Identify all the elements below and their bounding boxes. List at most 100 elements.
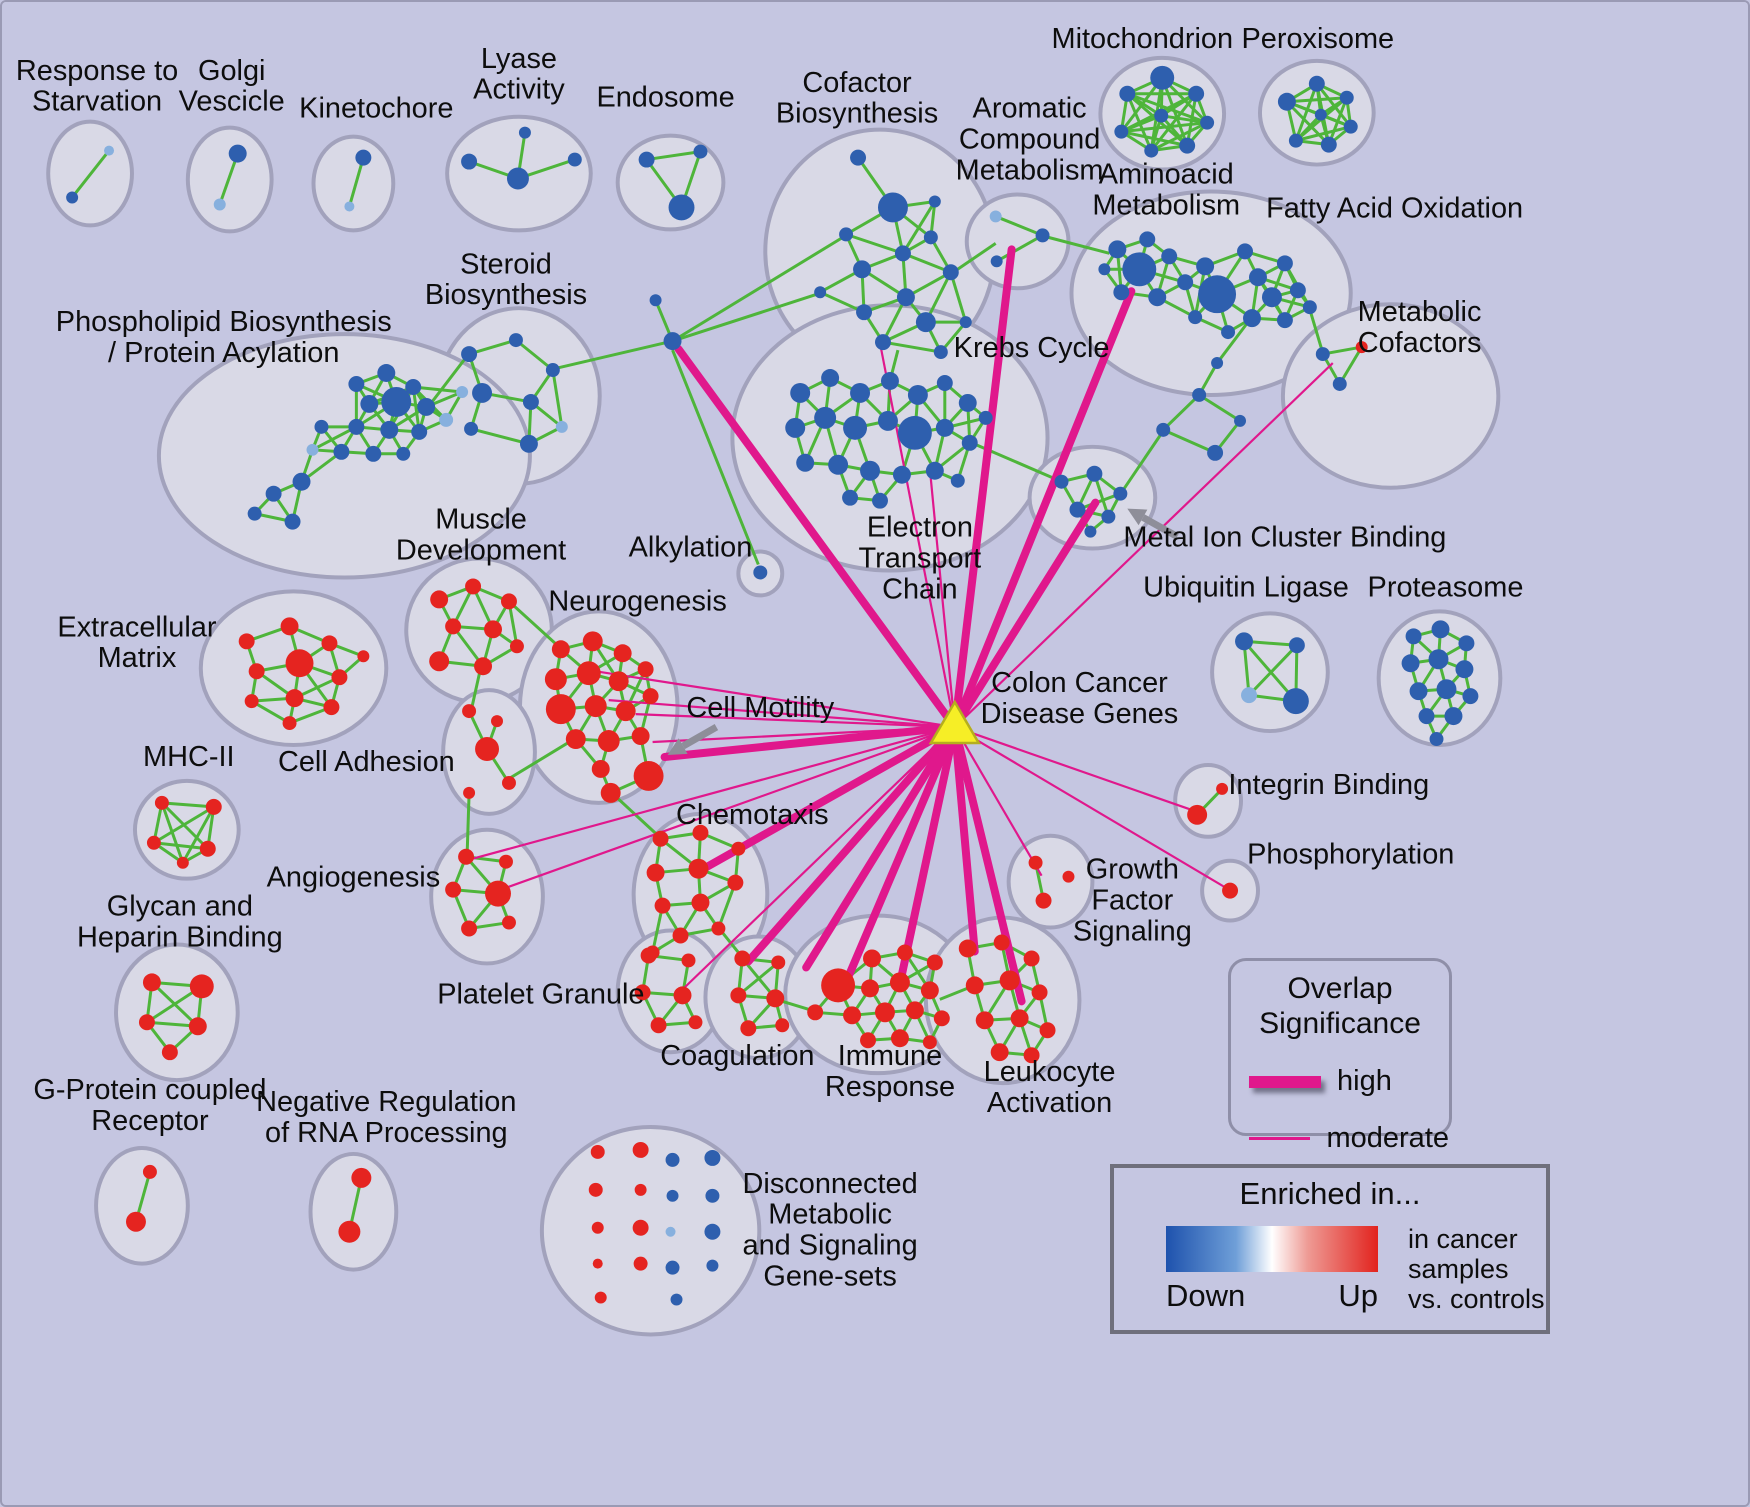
gene-set-node-electron-transport-krebs bbox=[860, 460, 880, 481]
gene-set-edge-aromatic-compound-metabolism bbox=[995, 215, 1044, 237]
gene-set-node-endosome bbox=[668, 194, 695, 221]
gene-set-node-immune-response bbox=[875, 1002, 895, 1023]
gene-set-node-growth-factor-signaling bbox=[1028, 855, 1043, 870]
legend-overlap-significance: Overlap Significance high moderate bbox=[1228, 958, 1452, 1154]
gene-set-node-neurogenesis bbox=[584, 695, 607, 718]
gene-set-node-immune-response bbox=[889, 972, 910, 993]
gene-set-node-aminoacid-fatty-acid bbox=[1139, 231, 1156, 248]
gene-set-node-peroxisome bbox=[1288, 133, 1303, 148]
gene-set-edge-steroid-biosynthesis bbox=[470, 427, 530, 446]
legend-overlap-title: Overlap Significance bbox=[1231, 971, 1449, 1041]
intercluster-link bbox=[1215, 317, 1253, 364]
gene-set-node-phospholipid-protein-acylation bbox=[439, 412, 454, 427]
gene-set-node-cell-adhesion bbox=[475, 737, 500, 761]
gene-set-node-phospholipid-protein-acylation bbox=[247, 506, 262, 521]
gene-set-node-chemotaxis bbox=[691, 893, 710, 912]
gene-set-node-peroxisome bbox=[1314, 108, 1327, 121]
gene-set-node-cofactor-biosynthesis bbox=[856, 304, 873, 321]
gene-set-node-muscle-development bbox=[430, 590, 449, 609]
gene-set-node-aromatic-compound-metabolism bbox=[1035, 228, 1050, 243]
gene-set-node-cell-adhesion bbox=[462, 704, 477, 719]
gene-set-node-electron-transport-krebs bbox=[925, 461, 944, 480]
gene-set-edge-metabolic-chain bbox=[1198, 393, 1241, 423]
gene-set-node-mitochondrion bbox=[1114, 124, 1129, 139]
layer-hub bbox=[928, 699, 981, 745]
gene-set-node-steroid-biosynthesis bbox=[472, 382, 493, 403]
gene-set-node-phospholipid-protein-acylation bbox=[333, 443, 350, 460]
gene-set-edge-chemotaxis bbox=[651, 905, 665, 953]
gene-set-node-aminoacid-fatty-acid bbox=[1113, 284, 1130, 301]
gene-set-node-mhc-ii bbox=[199, 840, 216, 857]
gene-set-node-immune-response bbox=[863, 949, 881, 968]
moderate-significance-line-swatch bbox=[1249, 1137, 1311, 1140]
down-label: Down bbox=[1166, 1278, 1246, 1313]
significance-edge-moderate bbox=[954, 362, 1334, 728]
gene-set-node-angiogenesis bbox=[501, 915, 516, 930]
gene-set-node-mitochondrion bbox=[1188, 85, 1205, 102]
gene-set-node-aminoacid-fatty-acid bbox=[1148, 288, 1167, 307]
gene-set-node-cofactor-biosynthesis bbox=[933, 345, 948, 360]
annotation-arrow-head bbox=[1127, 508, 1148, 526]
legend-overlap-title-line2: Significance bbox=[1259, 1007, 1421, 1040]
gene-set-node-glycan-heparin-binding bbox=[189, 974, 214, 999]
cluster-label-mitochondrion: Mitochondrion bbox=[1051, 23, 1233, 55]
gene-set-node-peroxisome bbox=[1277, 92, 1296, 111]
gene-set-node-peroxisome bbox=[1343, 119, 1358, 134]
gene-set-node-muscle-development bbox=[500, 593, 517, 610]
gene-set-node-cofactor-biosynthesis bbox=[814, 286, 827, 299]
gene-set-node-proteasome bbox=[1409, 682, 1428, 701]
gene-set-node-extracellular-matrix bbox=[285, 649, 314, 678]
significance-edge-high bbox=[841, 723, 959, 989]
gene-set-node-aminoacid-fatty-acid bbox=[1161, 248, 1178, 265]
gene-set-node-cell-adhesion bbox=[501, 775, 516, 790]
gene-set-node-disconnected-gene-sets bbox=[665, 1152, 680, 1167]
intercluster-link bbox=[507, 600, 564, 652]
gene-set-node-disconnected-gene-sets bbox=[706, 1259, 719, 1272]
gene-set-node-metabolic-cofactors bbox=[1315, 347, 1330, 362]
gene-set-node-electron-transport-krebs bbox=[790, 382, 811, 403]
gene-set-edge-golgi-vescicle bbox=[218, 153, 240, 205]
significance-edge-high bbox=[950, 723, 1026, 1006]
gene-set-node-glycan-heparin-binding bbox=[142, 973, 161, 992]
gene-set-node-electron-transport-krebs bbox=[785, 417, 806, 438]
gene-set-node-connector-nodes bbox=[649, 294, 662, 307]
gene-set-node-integrin-binding bbox=[1216, 782, 1229, 795]
gene-set-node-chemotaxis bbox=[711, 921, 726, 936]
gene-set-node-coagulation bbox=[766, 989, 785, 1008]
gene-set-node-disconnected-gene-sets bbox=[594, 1291, 607, 1304]
gene-set-node-integrin-binding bbox=[1187, 804, 1208, 825]
gene-set-node-ubiquitin-ligase bbox=[1288, 637, 1305, 654]
gene-set-node-proteasome bbox=[1431, 620, 1450, 639]
gene-set-node-steroid-biosynthesis bbox=[545, 363, 560, 378]
gene-set-node-phospholipid-protein-acylation bbox=[348, 376, 365, 392]
gene-set-node-angiogenesis bbox=[499, 854, 513, 869]
gene-set-node-kinetochore bbox=[355, 149, 372, 166]
gene-set-node-electron-transport-krebs bbox=[950, 473, 965, 488]
intercluster-link bbox=[671, 349, 760, 566]
gene-set-edge-metabolic-chain bbox=[1162, 428, 1216, 455]
gene-set-node-electron-transport-krebs bbox=[880, 372, 899, 390]
gene-set-edge-kinetochore bbox=[347, 157, 365, 207]
gene-set-node-electron-transport-krebs bbox=[877, 410, 898, 431]
gene-set-node-proteasome bbox=[1436, 679, 1457, 700]
layer-nodes bbox=[66, 65, 1479, 1306]
annotation-arrow-head bbox=[667, 738, 688, 755]
gene-set-node-g-protein-coupled-receptor bbox=[142, 1164, 157, 1179]
cluster-ellipse-disconnected-gene-sets bbox=[539, 1125, 762, 1337]
gene-set-node-phospholipid-protein-acylation bbox=[292, 472, 311, 491]
gene-set-node-aminoacid-fatty-acid bbox=[1249, 268, 1267, 287]
gene-set-node-disconnected-gene-sets bbox=[705, 1188, 720, 1203]
gene-set-edge-mitochondrion bbox=[1121, 121, 1208, 134]
gene-set-node-neurogenesis bbox=[545, 694, 576, 725]
gene-set-node-cell-adhesion bbox=[491, 715, 503, 728]
gene-set-edge-aromatic-compound-metabolism bbox=[995, 234, 1044, 263]
gene-set-node-disconnected-gene-sets bbox=[590, 1144, 605, 1159]
gene-set-node-leukocyte-activation bbox=[1023, 950, 1040, 967]
